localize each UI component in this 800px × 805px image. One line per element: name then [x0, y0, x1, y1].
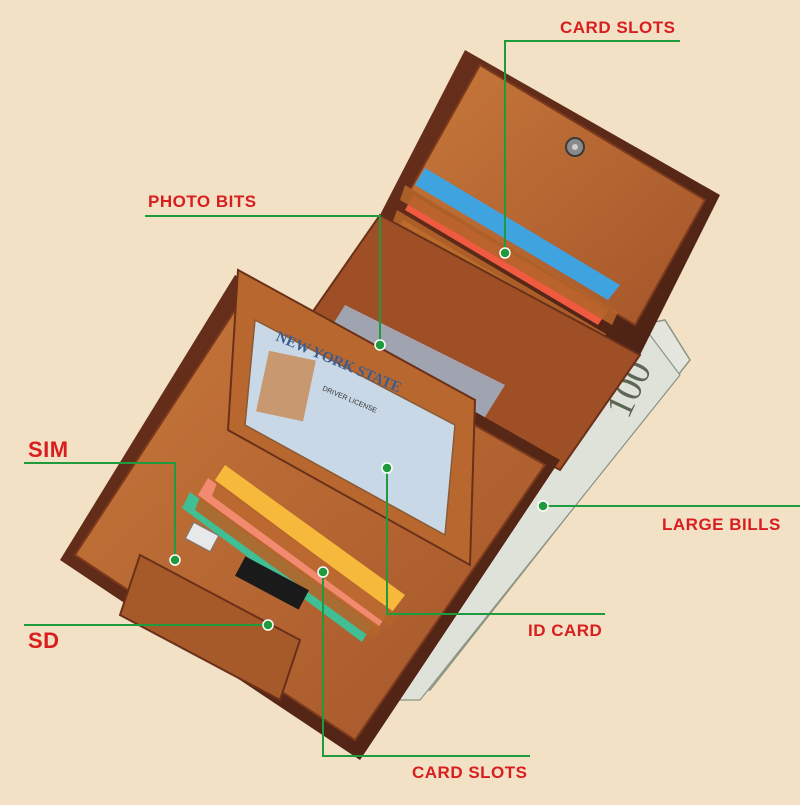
sd-card-icon: [235, 556, 309, 610]
sim-card-icon: [184, 521, 220, 553]
label-sim: SIM: [28, 437, 69, 462]
middle-panel: [298, 213, 642, 472]
leader-dots: [169, 247, 549, 631]
label-card-slots-top: CARD SLOTS: [560, 18, 676, 37]
id-photo: [256, 350, 316, 422]
leader-lines: [24, 40, 800, 757]
label-photo-bits: PHOTO BITS: [148, 192, 257, 211]
label-sd: SD: [28, 628, 60, 653]
label-id-card: ID CARD: [528, 621, 603, 640]
label-card-slots-bottom: CARD SLOTS: [412, 763, 528, 782]
label-large-bills: LARGE BILLS: [662, 515, 781, 534]
bottom-card-slots: [182, 465, 405, 642]
sim-sd-pocket: [118, 553, 302, 702]
top-flap: [408, 63, 707, 327]
